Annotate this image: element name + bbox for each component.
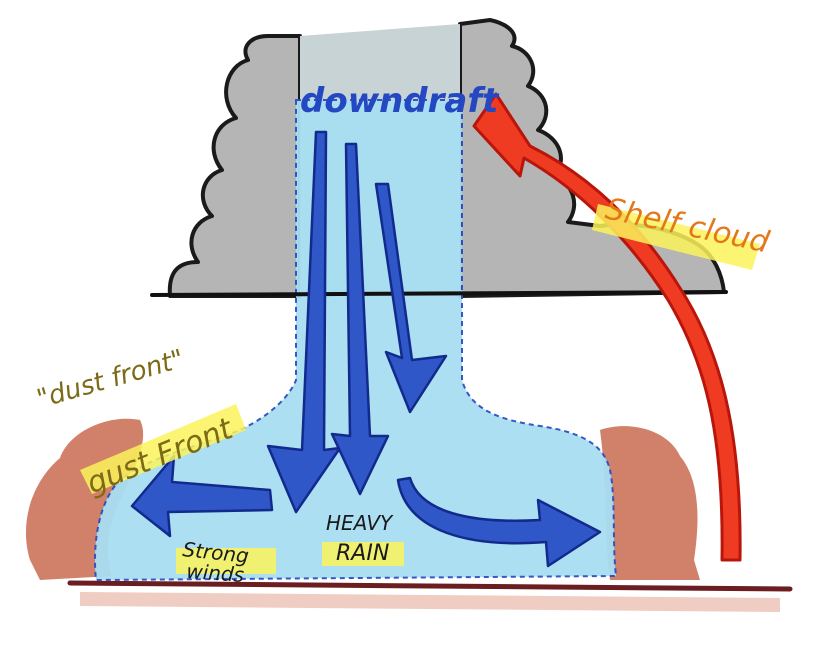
heavy-rain-label-line1: HEAVY <box>326 511 394 535</box>
arrow-right-icon <box>396 476 602 568</box>
arrow-down-icon <box>330 142 390 496</box>
arrow-down-icon <box>266 130 342 514</box>
ground-line <box>67 580 793 592</box>
cloud-left-lobe <box>167 34 302 298</box>
strong-winds-highlight <box>176 548 276 574</box>
gust-front-highlight <box>80 404 246 494</box>
dust-front-right <box>600 426 700 580</box>
shelf-cloud-highlight <box>592 204 760 270</box>
dust-front-label: "dust front" <box>34 344 188 415</box>
arrow-down-icon <box>374 182 448 414</box>
cloud-right-lobe <box>458 18 726 298</box>
ground-texture <box>80 592 780 612</box>
arrow-left-icon <box>130 454 274 538</box>
heavy-rain-label-line2: RAIN <box>336 541 389 566</box>
strong-winds-label-line2: winds <box>186 559 245 587</box>
arrow-up-icon <box>472 92 742 562</box>
downdraft-label: downdraft <box>300 81 500 121</box>
cloud-base-line <box>150 290 728 297</box>
downdraft-arrows <box>266 130 448 514</box>
heavy-rain-highlight <box>322 542 404 566</box>
